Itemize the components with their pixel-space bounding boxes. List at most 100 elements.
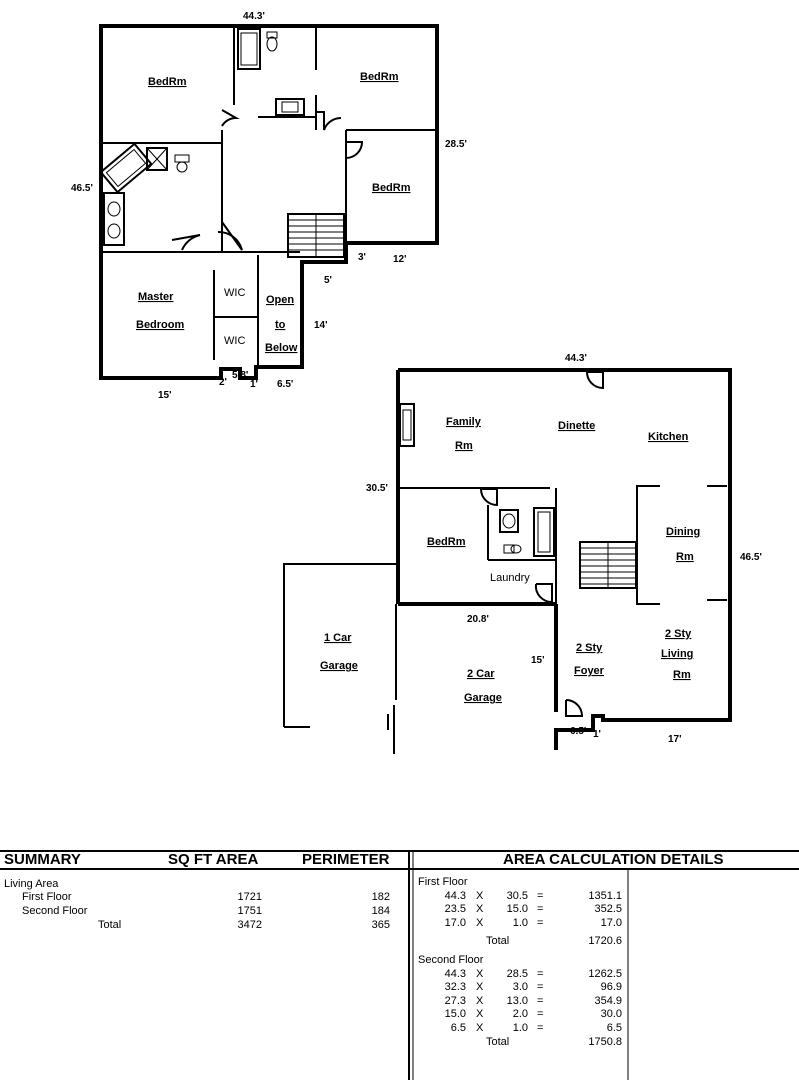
room-label-wic: WIC: [224, 287, 245, 299]
dimension-label: 5': [324, 275, 332, 286]
bathtub-icon: [533, 507, 555, 557]
door-swing-icon: [480, 488, 498, 507]
second-floor-calc-title: Second Floor: [418, 954, 484, 966]
dimension-label: 15': [158, 390, 172, 401]
room-label-dinette: Dinette: [558, 420, 595, 432]
room-label-rm: Rm: [673, 669, 691, 681]
fireplace-icon: [399, 403, 415, 447]
room-label-2-sty: 2 Sty: [576, 642, 603, 654]
first-floor-calc-title: First Floor: [418, 876, 468, 888]
door-swing-icon: [221, 109, 240, 127]
sqft-header: SQ FT AREA: [168, 851, 259, 868]
dimension-label: 3': [358, 252, 366, 263]
dimension-label: 2': [219, 377, 227, 388]
first-floor-total: 1720.6: [588, 935, 622, 947]
dimension-label: 46.5': [71, 183, 93, 194]
vanity-icon: [103, 192, 125, 246]
room-label-wic: WIC: [224, 335, 245, 347]
door-swing-icon: [345, 141, 364, 159]
first-floor-plan: Family Rm Dinette Kitchen BedRm Laundry …: [283, 353, 762, 754]
dimension-label: 15': [531, 655, 545, 666]
dimension-label: 28.5': [445, 139, 467, 150]
room-label-2-car: 2 Car: [467, 668, 495, 680]
dimension-label: 20.8': [467, 614, 489, 625]
dining-wall: [636, 485, 660, 605]
living-area-label: Living Area: [4, 878, 59, 890]
sink-icon: [499, 509, 519, 533]
dimension-label: 1': [250, 379, 258, 390]
toilet-tank-icon: [266, 31, 278, 39]
room-label-family: Family: [446, 416, 482, 428]
sink-icon: [275, 98, 305, 116]
toilet-icon: [174, 154, 190, 163]
second-floor-plan: BedRm BedRm BedRm Master Bedroom WIC WIC…: [71, 11, 467, 401]
room-label-laundry: Laundry: [490, 572, 530, 584]
dimension-label: 6.5': [277, 379, 293, 390]
dimension-label: 44.3': [565, 353, 587, 364]
bathtub-icon: [237, 28, 261, 70]
door-swing-icon: [565, 699, 584, 717]
second-floor-total: 1750.8: [588, 1036, 622, 1048]
dimension-label: 30.5': [366, 483, 388, 494]
row-area: 1751: [237, 905, 262, 917]
first-floor-outline: [398, 368, 732, 750]
room-label-1-car: 1 Car: [324, 632, 352, 644]
garage-wall: [283, 563, 398, 727]
floor-plan-drawing: BedRm BedRm BedRm Master Bedroom WIC WIC…: [71, 11, 762, 754]
dimension-label: 14': [314, 320, 328, 331]
row-perimeter: 182: [371, 891, 390, 903]
row-label: Total: [98, 919, 122, 931]
dimension-label: 5.8': [232, 370, 248, 381]
room-label-rm: Rm: [676, 551, 694, 563]
room-label-garage: Garage: [320, 660, 358, 672]
row-label: First Floor: [22, 891, 72, 903]
room-label-rm: Rm: [455, 440, 473, 452]
total-label: Total: [486, 935, 510, 947]
row-area: 3472: [237, 919, 262, 931]
room-label-foyer: Foyer: [574, 665, 605, 677]
toilet-icon: [503, 544, 515, 554]
room-label-bedrm: BedRm: [148, 76, 187, 88]
door-swing-icon: [217, 221, 243, 251]
room-label-bedrm: BedRm: [360, 71, 399, 83]
sink-basin: [281, 101, 299, 113]
room-label-bedrm: BedRm: [427, 536, 466, 548]
second-floor-outline: [99, 24, 439, 380]
summary-table-lines: [0, 850, 799, 1080]
dimension-label: 12': [393, 254, 407, 265]
row-label: Second Floor: [22, 905, 88, 917]
dimension-label: 1': [593, 729, 601, 740]
area-calc-header: AREA CALCULATION DETAILS: [503, 851, 724, 868]
stairs-icon: [287, 213, 345, 258]
room-label-living: Living: [661, 648, 693, 660]
room-label-below: Below: [265, 342, 298, 354]
toilet-icon: [266, 36, 278, 52]
room-label-bedrm: BedRm: [372, 182, 411, 194]
row-perimeter: 365: [371, 919, 390, 931]
total-label: Total: [486, 1036, 510, 1048]
dimension-label: 44.3': [243, 11, 265, 22]
room-label-kitchen: Kitchen: [648, 431, 689, 443]
bathtub-inner: [240, 32, 258, 66]
dimension-label: 17': [668, 734, 682, 745]
summary-header: SUMMARY: [4, 851, 81, 868]
shower-icon: [146, 147, 168, 171]
row-area: 1721: [237, 891, 262, 903]
door-swing-icon: [586, 371, 604, 390]
room-label-dining: Dining: [666, 526, 700, 538]
master-tub-icon: [99, 142, 153, 194]
door-swing-icon: [534, 583, 553, 604]
room-label-master: Master: [138, 291, 174, 303]
room-label-2-sty: 2 Sty: [665, 628, 692, 640]
stairs-icon: [579, 541, 637, 589]
dimension-label: 6.5': [570, 726, 586, 737]
room-label-bedroom: Bedroom: [136, 319, 185, 331]
row-perimeter: 184: [371, 905, 390, 917]
room-label-open: Open: [266, 294, 294, 306]
room-label-garage: Garage: [464, 692, 502, 704]
door-swing-icon: [171, 234, 201, 251]
perimeter-header: PERIMETER: [302, 851, 390, 868]
room-label-to: to: [275, 319, 286, 331]
door-swing-icon: [316, 111, 342, 131]
dimension-label: 46.5': [740, 552, 762, 563]
